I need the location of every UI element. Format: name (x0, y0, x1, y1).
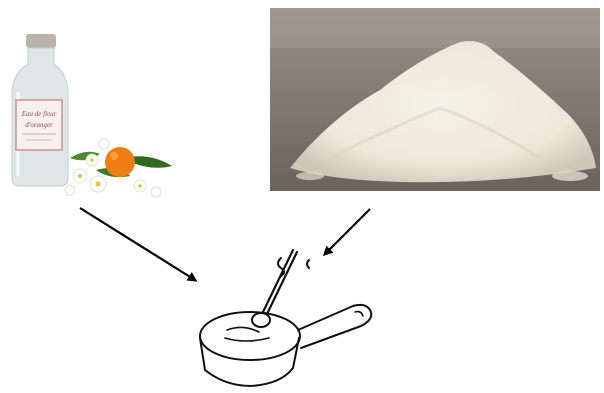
orange-fruit (105, 147, 135, 177)
pan-body (200, 338, 299, 386)
bottle-label-line2: d'oranger (25, 121, 53, 129)
glass-bottle: Eau de fleur d'oranger (12, 34, 68, 186)
flour-pile-illustration (270, 8, 600, 191)
steam-line (307, 260, 309, 268)
bottle-cap (26, 34, 56, 48)
orange-blossom-water-image: Eau de fleur d'oranger (0, 30, 178, 200)
flour-image (270, 8, 600, 191)
arrow-bottle-to-pan (80, 208, 195, 280)
saucepan-image (185, 246, 390, 388)
bottle-label-line1: Eau de fleur (21, 110, 57, 118)
spoon-handle (263, 250, 293, 312)
orange-blossom-water-illustration: Eau de fleur d'oranger (0, 30, 178, 200)
saucepan-sketch-icon (185, 246, 390, 388)
spoon-bowl (252, 313, 270, 327)
pan-rim (200, 312, 300, 360)
